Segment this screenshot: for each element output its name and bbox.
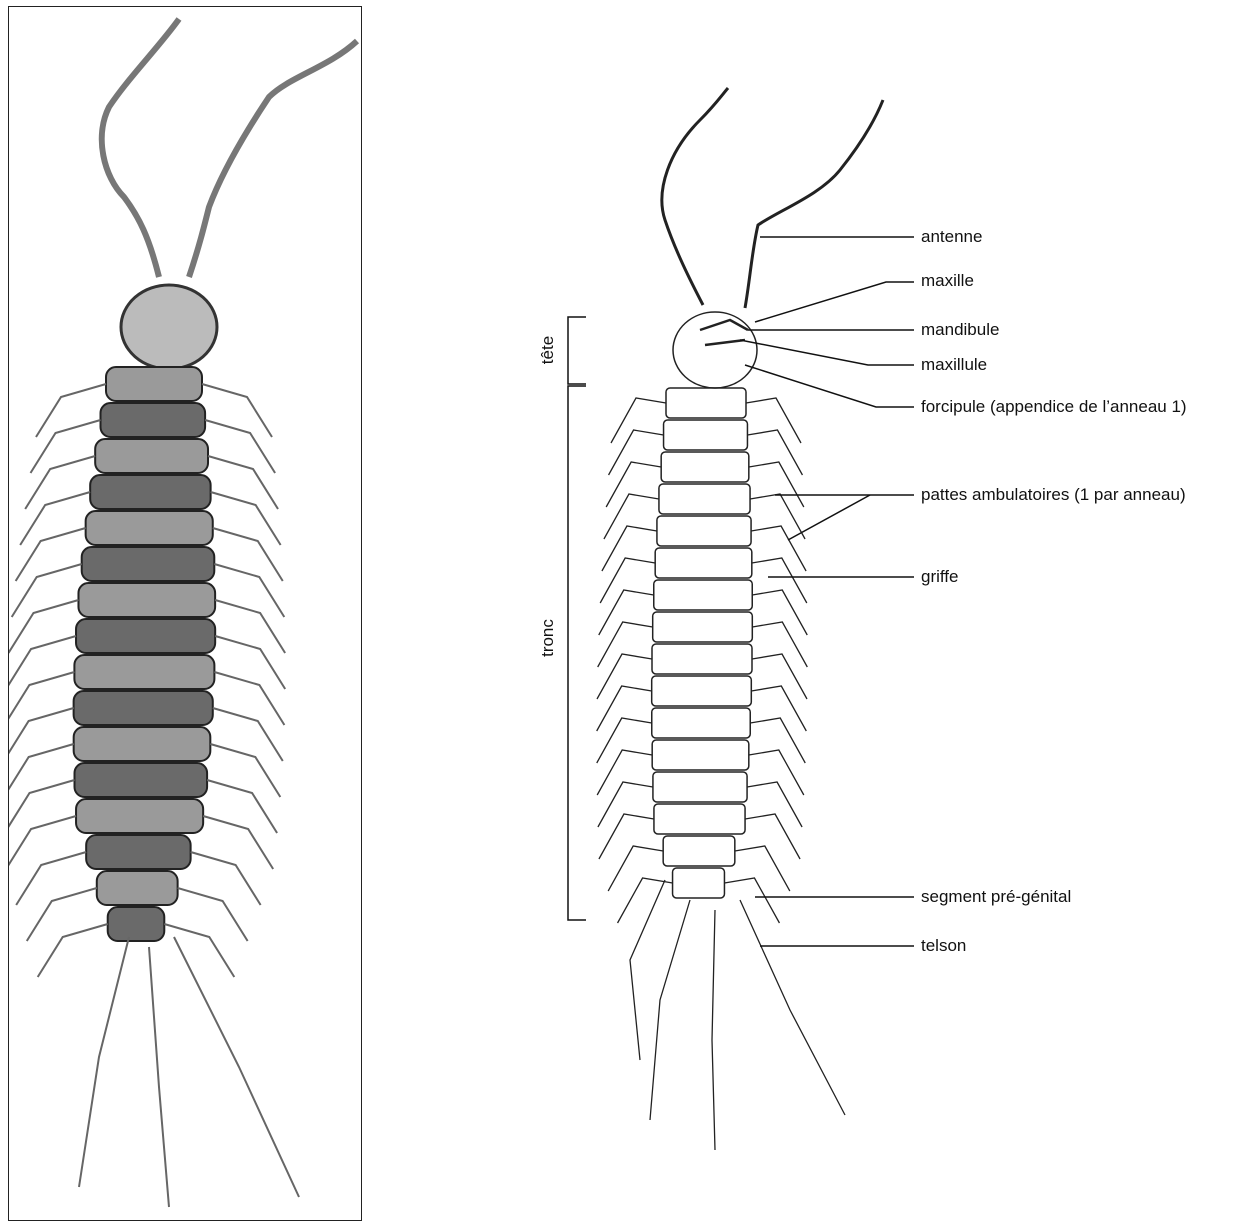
bracket-tronc xyxy=(568,386,586,920)
drawing-segment xyxy=(666,388,746,418)
drawing-segment xyxy=(663,836,735,866)
drawing-leg xyxy=(606,462,661,507)
label-segment: segment pré-génital xyxy=(921,887,1071,907)
drawing-leg xyxy=(597,750,652,795)
drawing-leg xyxy=(752,590,807,635)
drawing-leg xyxy=(745,814,800,859)
drawing-leg xyxy=(597,718,652,763)
drawing-leg xyxy=(751,686,806,731)
label-maxille: maxille xyxy=(921,271,974,291)
drawing-leg xyxy=(750,494,805,539)
drawing-leg xyxy=(599,590,654,635)
label-telson: telson xyxy=(921,936,966,956)
drawing-leg xyxy=(597,654,652,699)
drawing-leg xyxy=(746,398,801,443)
drawing-legs xyxy=(597,398,845,1150)
drawing-leg xyxy=(599,814,654,859)
drawing-leg xyxy=(609,430,664,475)
drawing-leg xyxy=(752,622,807,667)
drawing-segment xyxy=(652,676,752,706)
leader-maxille xyxy=(755,282,914,322)
drawing-segment xyxy=(654,804,745,834)
drawing-leg xyxy=(600,558,655,603)
drawing-leg xyxy=(751,526,806,571)
drawing-rear-leg xyxy=(712,910,715,1150)
drawing-body xyxy=(652,388,753,898)
drawing-leg xyxy=(724,878,779,923)
label-forcipule: forcipule (appendice de l’anneau 1) xyxy=(921,397,1187,417)
drawing-leg xyxy=(602,526,657,571)
drawing-segment xyxy=(655,548,752,578)
drawing-segment xyxy=(653,772,747,802)
drawing-segment xyxy=(654,580,752,610)
drawing-segment xyxy=(652,740,749,770)
drawing-segment xyxy=(659,484,750,514)
drawing-leg xyxy=(749,462,804,507)
drawing-leg xyxy=(598,622,653,667)
label-griffe: griffe xyxy=(921,567,959,587)
drawing-segment xyxy=(661,452,749,482)
drawing-leg xyxy=(747,782,802,827)
leader-maxillule xyxy=(740,340,914,365)
drawing-segment xyxy=(652,708,750,738)
drawing-segment xyxy=(673,868,725,898)
drawing-rear-leg xyxy=(630,880,665,1060)
drawing-rear-leg xyxy=(650,900,690,1120)
leader-forcipule xyxy=(745,365,914,407)
drawing-leg xyxy=(749,750,804,795)
label-tronc: tronc xyxy=(538,611,558,665)
drawing-leg xyxy=(598,782,653,827)
drawing-segment xyxy=(657,516,751,546)
drawing-leg xyxy=(752,654,807,699)
label-pattes: pattes ambulatoires (1 par anneau) xyxy=(921,485,1186,505)
drawing-leg xyxy=(747,430,802,475)
drawing-segment xyxy=(664,420,748,450)
label-mandibule: mandibule xyxy=(921,320,999,340)
drawing-segment xyxy=(653,612,753,642)
label-antenne: antenne xyxy=(921,227,982,247)
drawing-segment xyxy=(652,644,752,674)
drawing-leg xyxy=(611,398,666,443)
drawing-leg xyxy=(604,494,659,539)
label-maxillule: maxillule xyxy=(921,355,987,375)
label-tete: tête xyxy=(538,330,558,370)
bracket-tete xyxy=(568,317,586,384)
drawing-leg xyxy=(750,718,805,763)
drawing-leg xyxy=(608,846,663,891)
drawing-leg xyxy=(618,878,673,923)
drawing-leg xyxy=(735,846,790,891)
drawing-leg xyxy=(752,558,807,603)
drawing-rear-leg xyxy=(740,900,845,1115)
drawing-leg xyxy=(597,686,652,731)
